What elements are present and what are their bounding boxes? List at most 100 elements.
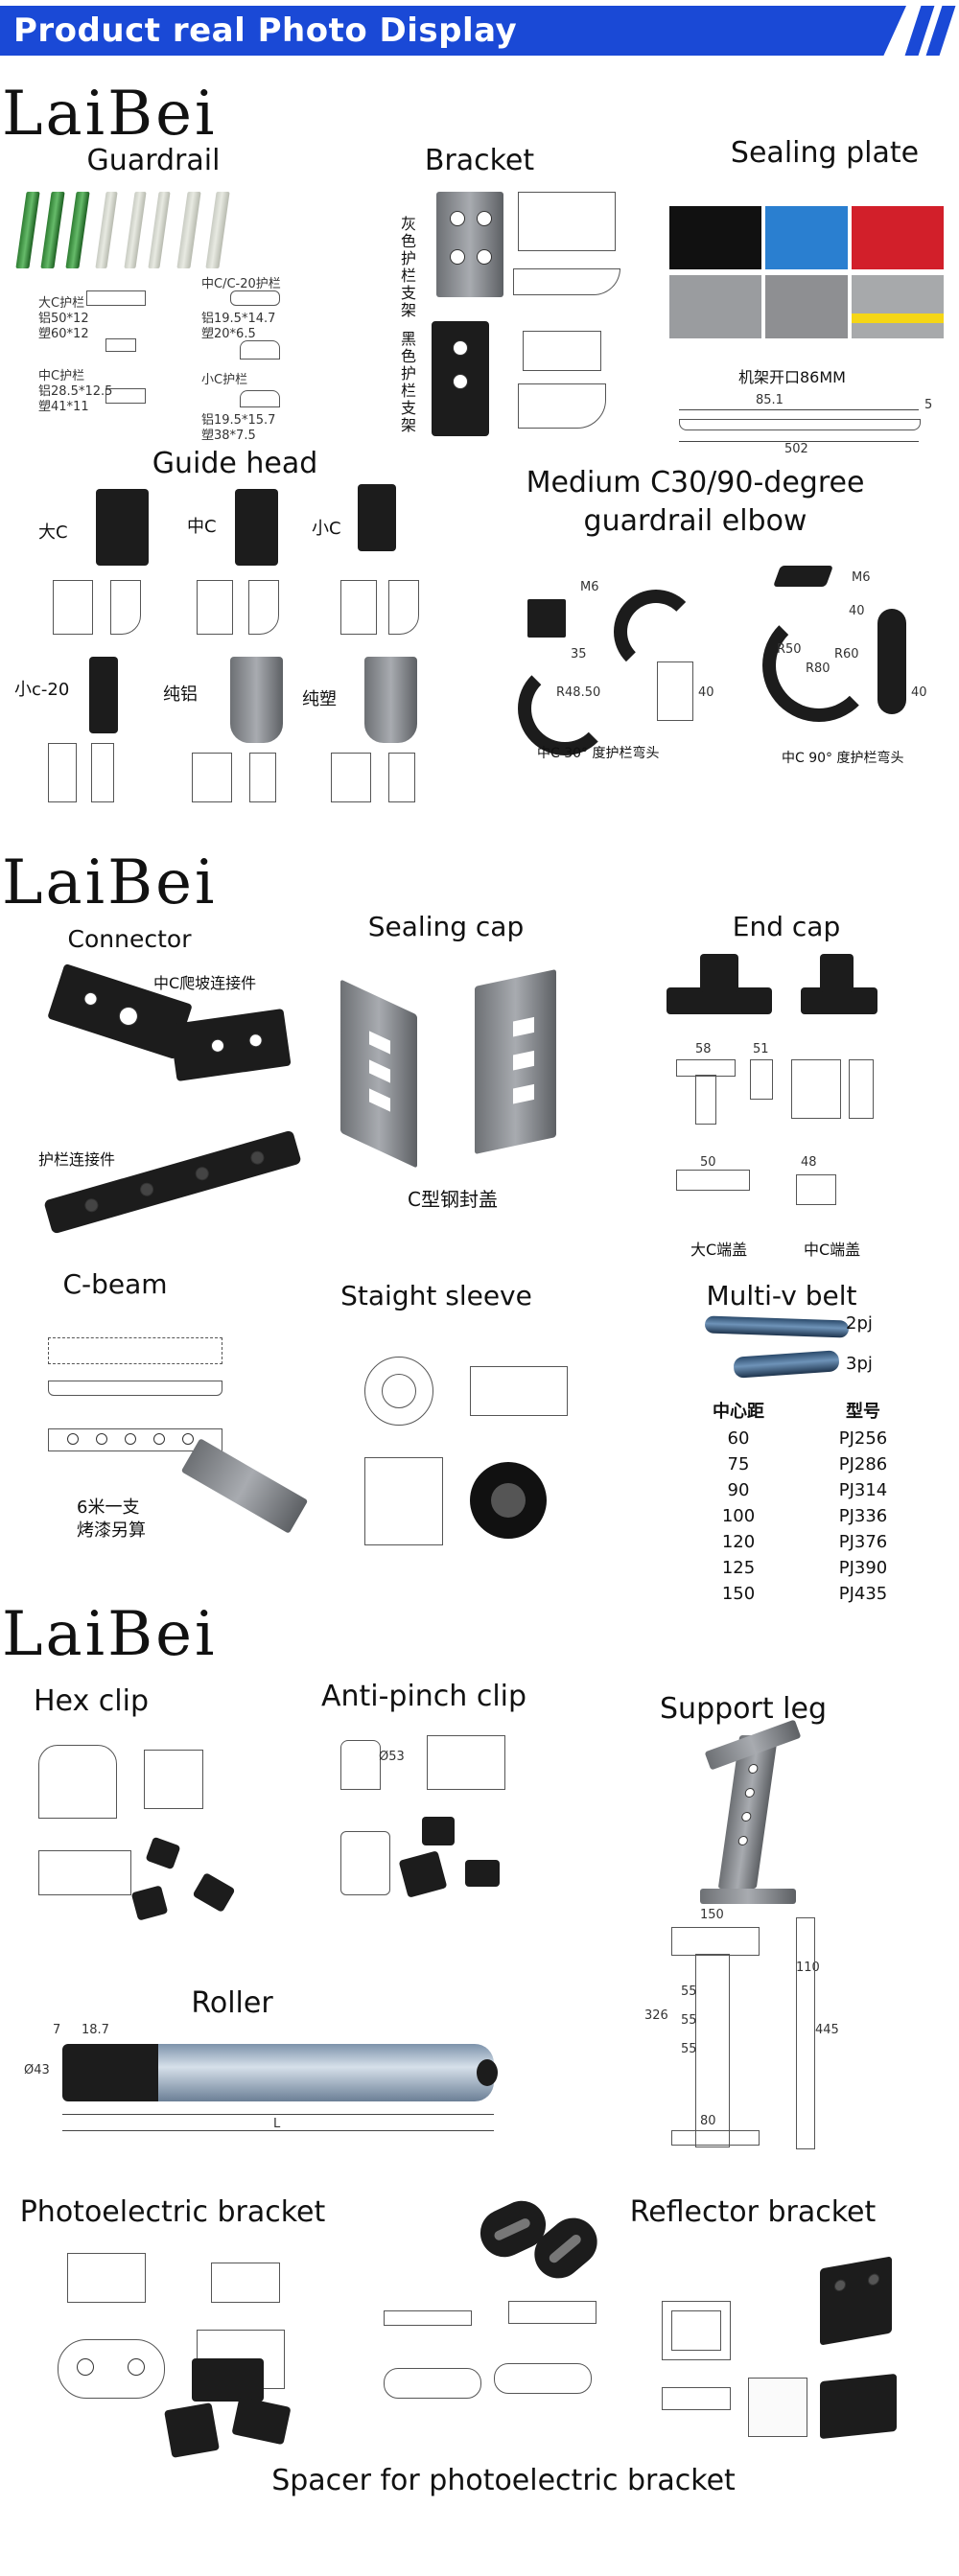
belt-2pj-photo <box>704 1315 850 1338</box>
elbow-label-line1: Medium C30/90-degree <box>526 466 865 499</box>
table-cell: PJ314 <box>838 1480 888 1500</box>
c-beam-label: C-beam <box>62 1268 168 1300</box>
belt-3pj-photo <box>733 1350 840 1379</box>
guide-head-label: Guide head <box>152 447 318 480</box>
table-cell: 75 <box>727 1454 750 1474</box>
brand-logo: LaiBei <box>2 1599 218 1670</box>
sealing-plate-image: 机架开口86MM 85.1 5 502 <box>669 206 946 456</box>
end-cap-dim: 50 <box>700 1155 716 1170</box>
end-cap-dim: 48 <box>801 1155 817 1170</box>
bracket-black-text: 黑色护栏支架 <box>401 330 417 434</box>
elbow-dim: 35 <box>571 647 587 661</box>
bracket-label: Bracket <box>424 144 535 177</box>
brand-logo: LaiBei <box>2 847 218 918</box>
connector-label: Connector <box>67 925 192 953</box>
spec-text: 铝19.5*14.7 <box>201 312 276 326</box>
elbow-dim: R50 <box>777 642 802 657</box>
table-cell: PJ286 <box>838 1454 888 1474</box>
spec-text: 大C护栏 <box>38 296 85 311</box>
elbow-dim: 40 <box>911 685 927 700</box>
dim-text: 5 <box>924 398 933 412</box>
spec-text: 铝19.5*15.7 <box>201 413 276 428</box>
roller-image: 7 18.7 Ø43 L <box>24 2023 503 2147</box>
brand-logo: LaiBei <box>2 79 218 150</box>
table-header-row: 中心距 型号 <box>676 1395 925 1426</box>
elbow-image: M6 35 R48.50 40 中C 30° 度护栏弯头 M6 40 R50 R… <box>489 551 930 777</box>
spec-text: 中C/C-20护栏 <box>201 277 281 291</box>
belt-type: 3pj <box>846 1354 873 1374</box>
elbow-dim: R80 <box>806 661 830 676</box>
spec-text: 铝50*12 <box>38 312 89 326</box>
connector-rail-text: 护栏连接件 <box>38 1150 116 1169</box>
elbow-dim: M6 <box>852 570 871 585</box>
table-row: 75 PJ286 <box>676 1451 925 1477</box>
anti-pinch-label: Anti-pinch clip <box>320 1680 527 1713</box>
support-leg-image: 150 326 55 55 55 80 110 445 <box>633 1719 873 2157</box>
belt-label: Multi-v belt <box>706 1280 857 1311</box>
guide-head-item: 纯塑 <box>302 689 337 709</box>
end-cap-big: 大C端盖 <box>690 1241 748 1259</box>
spec-text: 塑20*6.5 <box>201 327 256 341</box>
table-header-cell: 型号 <box>846 1402 880 1422</box>
leg-dim: 326 <box>644 2008 668 2023</box>
c-beam-note-2: 烤漆另算 <box>77 1520 146 1541</box>
spec-text: 铝28.5*12.5 <box>38 384 113 399</box>
spec-text: 中C护栏 <box>38 369 85 383</box>
table-cell: 125 <box>721 1558 756 1578</box>
roller-dim: L <box>273 2117 281 2131</box>
elbow-dim: 40 <box>849 604 865 618</box>
dim-text: 502 <box>784 442 808 456</box>
roller-dim: Ø43 <box>24 2063 50 2077</box>
sealing-cap-image: C型钢封盖 <box>331 959 575 1218</box>
leg-dim: 150 <box>700 1908 724 1922</box>
dim-text: 85.1 <box>756 393 784 407</box>
guide-head-item: 大C <box>38 522 68 543</box>
elbow-caption-90: 中C 90° 度护栏弯头 <box>782 751 904 766</box>
table-cell: 90 <box>727 1480 750 1500</box>
table-row: 90 PJ314 <box>676 1477 925 1503</box>
photo-bracket-label: Photoelectric bracket <box>19 2195 326 2229</box>
elbow-dim: 40 <box>698 685 714 700</box>
elbow-label-line2: guardrail elbow <box>583 504 807 538</box>
bracket-grey-text: 灰色护栏支架 <box>401 215 417 319</box>
spec-text: 小C护栏 <box>201 373 248 387</box>
table-cell: 100 <box>721 1506 756 1526</box>
table-cell: 150 <box>721 1584 756 1604</box>
table-cell: PJ336 <box>838 1506 888 1526</box>
leg-dim: 55 <box>681 2013 697 2028</box>
table-cell: PJ376 <box>838 1532 888 1552</box>
anti-pinch-image: Ø53 <box>331 1726 523 1917</box>
leg-dim: 55 <box>681 1984 697 1999</box>
roller-dim: 18.7 <box>82 2023 109 2037</box>
photo-bracket-image <box>43 2243 331 2464</box>
banner-title: Product real Photo Display <box>13 12 518 50</box>
table-cell: PJ390 <box>838 1558 888 1578</box>
end-cap-label: End cap <box>732 911 841 942</box>
spacer-label: Spacer for photoelectric bracket <box>271 2464 736 2497</box>
belt-type: 2pj <box>846 1313 873 1334</box>
sealing-cap-label: Sealing cap <box>367 911 525 942</box>
roller-label: Roller <box>191 1986 273 2020</box>
spacer-image <box>374 2193 614 2416</box>
table-cell: 60 <box>727 1428 750 1449</box>
table-header-cell: 中心距 <box>713 1402 764 1422</box>
end-cap-dim: 51 <box>753 1042 769 1056</box>
table-row: 100 PJ336 <box>676 1503 925 1529</box>
support-leg-label: Support leg <box>660 1692 827 1726</box>
sealing-cap-caption: C型钢封盖 <box>408 1188 498 1211</box>
connector-slope-text: 中C爬坡连接件 <box>153 974 257 992</box>
c-beam-note-1: 6米一支 <box>77 1497 140 1518</box>
spec-text: 塑38*7.5 <box>201 429 256 443</box>
guide-head-item: 中C <box>187 517 217 537</box>
c-beam-image: 6米一支 烤漆另算 <box>38 1313 316 1553</box>
end-cap-mid: 中C端盖 <box>804 1241 861 1259</box>
elbow-dim: R48.50 <box>556 685 601 700</box>
hex-clip-label: Hex clip <box>34 1684 149 1718</box>
elbow-caption-30: 中C 30° 度护栏弯头 <box>537 746 660 761</box>
leg-dim: 110 <box>796 1961 820 1975</box>
leg-dim: 55 <box>681 2042 697 2056</box>
banner-background <box>0 6 906 56</box>
guide-head-item: 小C <box>312 519 341 539</box>
